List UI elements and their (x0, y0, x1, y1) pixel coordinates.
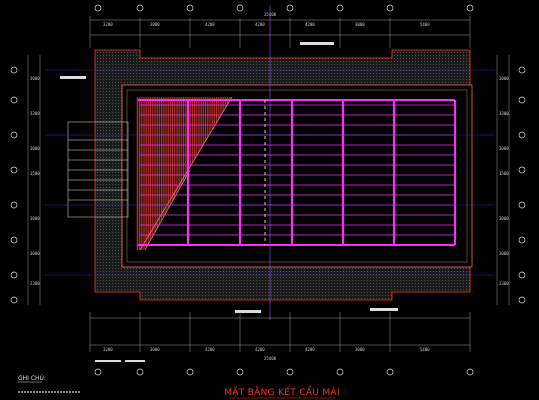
roof-inner-line (126, 89, 468, 263)
left-span-6: 2300 (30, 281, 40, 286)
roof-trusses (138, 99, 456, 246)
bottom-dimension-chain (89, 312, 471, 352)
right-axis-markers (518, 66, 526, 304)
left-span-4: 3000 (30, 216, 40, 221)
right-span-3: 1500 (499, 171, 509, 176)
porch-outline (67, 121, 129, 218)
right-span-5: 3000 (499, 251, 509, 256)
top-span-5: 3000 (355, 22, 365, 27)
porch-rafters (68, 139, 128, 201)
right-span-0: 3000 (499, 76, 509, 81)
bottom-span-6: 5400 (420, 347, 430, 352)
annotation-blocks (60, 42, 398, 362)
top-span-4: 4200 (305, 22, 315, 27)
right-span-labels: 3000 3300 3000 1500 3000 3000 2300 (499, 76, 509, 286)
bottom-span-labels: 3200 3000 4200 4200 4200 3000 5400 (103, 347, 430, 352)
left-axis-markers (10, 66, 18, 304)
bottom-span-2: 4200 (205, 347, 215, 352)
top-span-2: 4200 (205, 22, 215, 27)
top-span-3: 4200 (255, 22, 265, 27)
top-span-1: 3000 (150, 22, 160, 27)
top-span-labels: 3200 3000 4200 4200 4200 3000 5400 (103, 22, 430, 27)
drawing-title: MẶT BẰNG KẾT CẤU MÁI (224, 385, 340, 398)
roof-tile-lower (136, 170, 190, 250)
bottom-span-1: 3000 (150, 347, 160, 352)
left-span-2: 3000 (30, 146, 40, 151)
top-span-6: 5400 (420, 22, 430, 27)
top-axis-markers (94, 4, 474, 12)
hip-line-upper (139, 96, 233, 251)
bottom-span-5: 3000 (355, 347, 365, 352)
top-span-0: 3200 (103, 22, 113, 27)
bottom-axis-markers (94, 368, 474, 376)
right-span-6: 2300 (499, 281, 509, 286)
right-span-4: 3000 (499, 216, 509, 221)
right-dimension-chain (496, 55, 510, 305)
left-span-1: 3300 (30, 111, 40, 116)
top-dimension-chain (89, 16, 471, 48)
bottom-span-3: 4200 (255, 347, 265, 352)
hip-line-lower (144, 169, 191, 251)
left-span-0: 3000 (30, 76, 40, 81)
right-span-1: 3300 (499, 111, 509, 116)
legend-label: GHI CHÚ: (18, 375, 46, 382)
left-span-3: 1500 (30, 171, 40, 176)
bottom-span-0: 3200 (103, 347, 113, 352)
left-dimension-chain (27, 55, 41, 305)
overall-dimension-bottom: 25400 (264, 356, 277, 361)
left-span-labels: 3000 3300 3000 1500 3000 3000 2300 (30, 76, 40, 286)
right-span-2: 3000 (499, 146, 509, 151)
left-span-5: 3000 (30, 251, 40, 256)
bottom-span-4: 4200 (305, 347, 315, 352)
